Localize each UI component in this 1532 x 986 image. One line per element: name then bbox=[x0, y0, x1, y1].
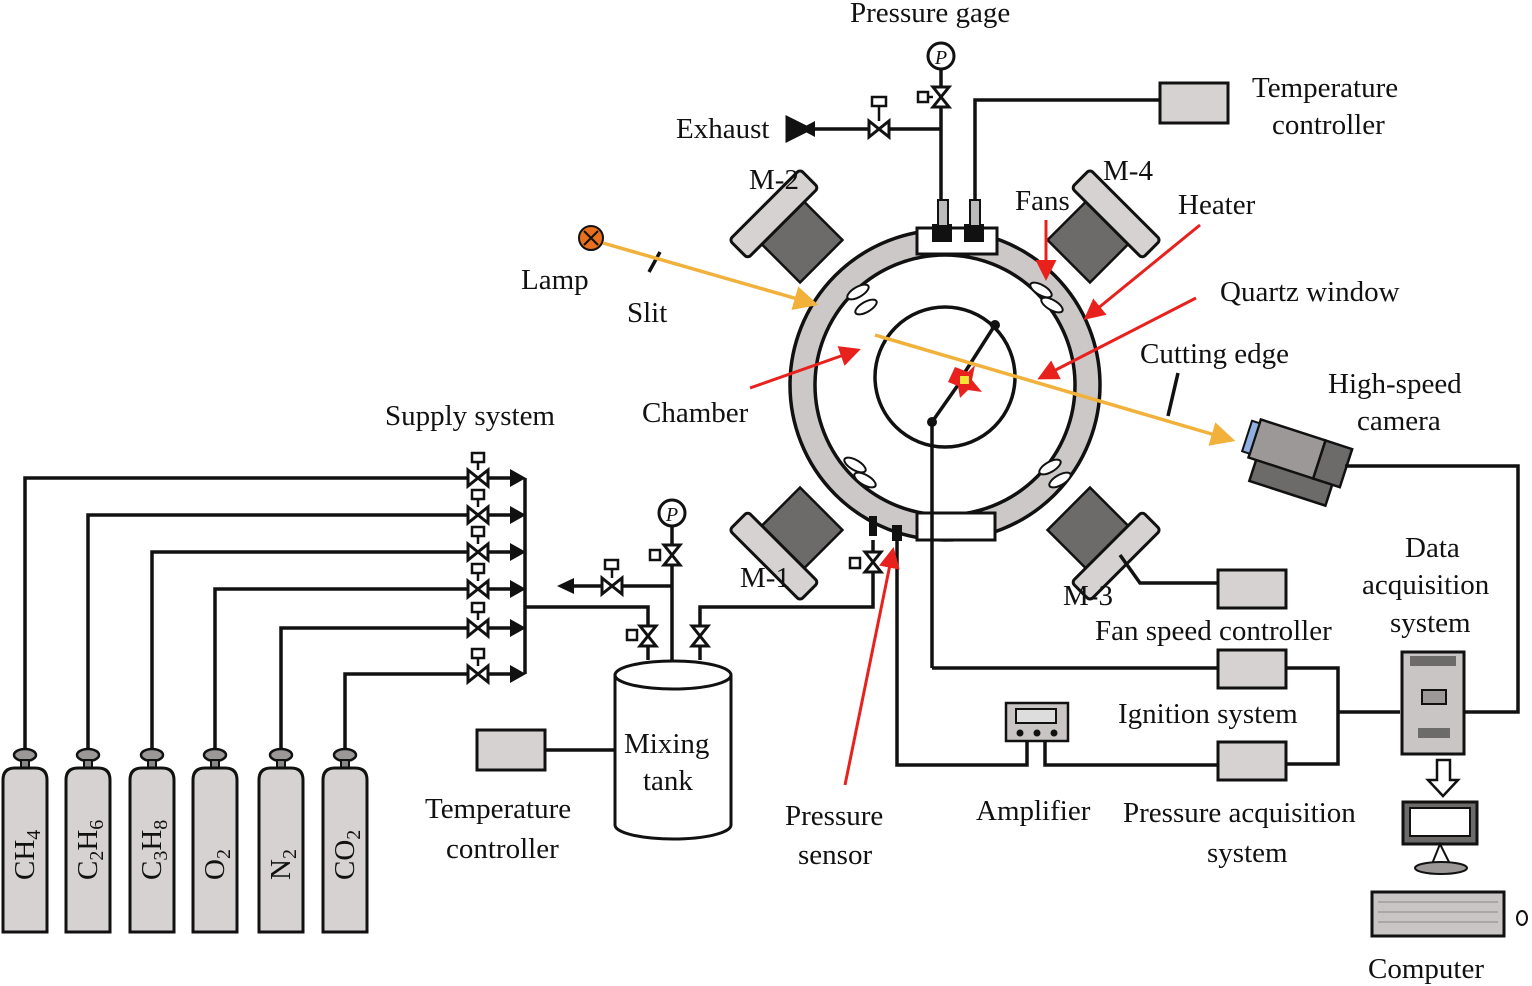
svg-text:M-3: M-3 bbox=[1063, 580, 1113, 612]
svg-text:Computer: Computer bbox=[1368, 953, 1484, 985]
svg-text:sensor: sensor bbox=[798, 839, 872, 871]
fan-speed-controller-box bbox=[1216, 568, 1288, 610]
svg-text:Temperature: Temperature bbox=[425, 793, 571, 825]
svg-text:Data: Data bbox=[1405, 532, 1460, 564]
high-speed-camera-icon bbox=[1240, 417, 1354, 508]
tank-pressure-gage: P bbox=[657, 498, 687, 528]
temperature-controller-box-bottom bbox=[475, 728, 547, 772]
supply-valve bbox=[466, 664, 490, 684]
slit bbox=[647, 251, 662, 273]
cylinder-label: C3H8 bbox=[136, 820, 172, 880]
gas-cylinder: CH4 bbox=[1, 747, 49, 934]
cylinder-label: CO2 bbox=[329, 830, 365, 880]
gas-cylinder: CO2 bbox=[321, 747, 369, 934]
svg-text:system: system bbox=[1390, 607, 1471, 639]
svg-text:Pressure acquisition: Pressure acquisition bbox=[1123, 797, 1356, 829]
exhaust-valve bbox=[867, 119, 891, 139]
chamber bbox=[729, 169, 1161, 668]
svg-text:Fan speed controller: Fan speed controller bbox=[1095, 615, 1332, 647]
temperature-controller-label-top: Temperature bbox=[1252, 72, 1398, 104]
lamp-icon bbox=[578, 225, 604, 251]
svg-text:M-2: M-2 bbox=[749, 164, 799, 196]
supply-valve bbox=[466, 542, 490, 562]
svg-text:M-1: M-1 bbox=[740, 562, 790, 594]
supply-valve bbox=[466, 618, 490, 638]
fan-icon bbox=[843, 281, 1072, 489]
svg-text:Pressure: Pressure bbox=[785, 800, 883, 832]
svg-text:controller: controller bbox=[446, 833, 559, 865]
supply-lines bbox=[23, 451, 526, 752]
arrow-down-icon bbox=[1425, 758, 1461, 798]
gas-cylinders: CH4 C2H6 C3H8 O2 N2 CO2 bbox=[1, 747, 369, 934]
cylinder-label: C2H6 bbox=[72, 820, 108, 880]
gas-cylinder: O2 bbox=[191, 747, 239, 934]
supply-valve bbox=[466, 579, 490, 599]
svg-text:camera: camera bbox=[1357, 405, 1441, 437]
svg-text:Heater: Heater bbox=[1178, 189, 1256, 221]
svg-text:P: P bbox=[665, 504, 678, 526]
cylinder-label: O2 bbox=[199, 849, 235, 880]
gas-cylinder: C2H6 bbox=[64, 747, 112, 934]
supply-valve bbox=[466, 468, 490, 488]
pressure-gage-label: Pressure gage bbox=[850, 0, 1010, 29]
gas-cylinder: C3H8 bbox=[128, 747, 176, 934]
svg-text:Chamber: Chamber bbox=[642, 397, 749, 429]
svg-text:Ignition system: Ignition system bbox=[1118, 698, 1298, 730]
cylinder-label: CH4 bbox=[9, 830, 45, 880]
pressure-gage: P bbox=[926, 41, 956, 71]
svg-text:controller: controller bbox=[1272, 109, 1385, 141]
mixing-tank bbox=[613, 659, 733, 841]
svg-text:system: system bbox=[1207, 837, 1288, 869]
svg-text:tank: tank bbox=[643, 765, 693, 797]
temperature-controller-box-top bbox=[1158, 81, 1230, 125]
gas-cylinder: N2 bbox=[257, 747, 305, 934]
gage-valve bbox=[931, 85, 951, 109]
cylinder-label: N2 bbox=[265, 849, 301, 880]
svg-text:Slit: Slit bbox=[627, 297, 667, 329]
supply-line bbox=[150, 550, 512, 752]
supply-line bbox=[279, 626, 512, 752]
svg-text:Quartz window: Quartz window bbox=[1220, 276, 1400, 308]
supply-line bbox=[343, 672, 512, 752]
ignition-system-box bbox=[1216, 648, 1288, 690]
svg-text:Amplifier: Amplifier bbox=[976, 795, 1091, 827]
svg-text:Cutting edge: Cutting edge bbox=[1140, 338, 1289, 370]
data-acquisition-icon bbox=[1400, 650, 1466, 756]
svg-text:Fans: Fans bbox=[1015, 185, 1070, 217]
svg-text:P: P bbox=[934, 47, 947, 69]
supply-line bbox=[23, 476, 512, 752]
pressure-acquisition-box bbox=[1216, 740, 1288, 782]
svg-text:Supply system: Supply system bbox=[385, 400, 555, 432]
exhaust-label: Exhaust bbox=[676, 113, 769, 145]
amplifier-icon bbox=[1004, 701, 1070, 743]
svg-text:High-speed: High-speed bbox=[1328, 368, 1462, 400]
svg-text:Lamp: Lamp bbox=[521, 264, 589, 296]
supply-valve bbox=[466, 505, 490, 525]
light-beam-in bbox=[602, 241, 819, 310]
supply-line bbox=[213, 587, 512, 752]
computer-icon bbox=[1370, 800, 1528, 938]
svg-text:acquisition: acquisition bbox=[1362, 569, 1490, 601]
svg-text:M-4: M-4 bbox=[1103, 155, 1153, 187]
svg-text:Mixing: Mixing bbox=[624, 728, 709, 760]
supply-line bbox=[86, 513, 512, 752]
light-beam-out bbox=[874, 333, 1236, 446]
